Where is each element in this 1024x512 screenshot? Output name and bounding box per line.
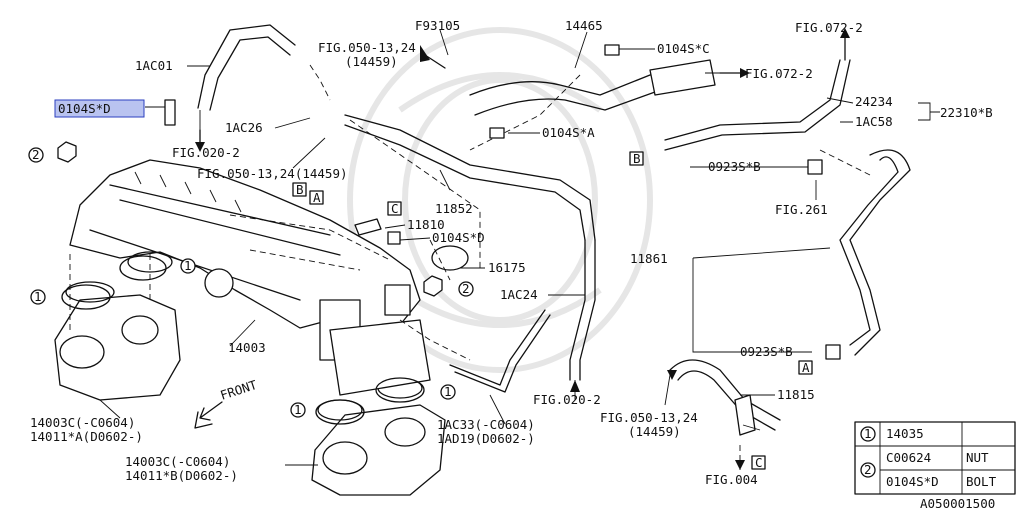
label-0923s-b2[interactable]: 0923S*B xyxy=(740,344,793,359)
selected-part-label[interactable]: 0104S*D xyxy=(58,101,111,116)
label-16175[interactable]: 16175 xyxy=(488,260,526,275)
throttle-body-bottom xyxy=(311,319,446,496)
svg-text:2: 2 xyxy=(32,147,40,162)
callout-1-d: 1 xyxy=(290,402,306,418)
label-fig072-top[interactable]: FIG.072-2 xyxy=(795,20,863,35)
label-1ad19[interactable]: 1AD19(D0602-) xyxy=(437,431,535,446)
label-11810[interactable]: 11810 xyxy=(407,217,445,232)
legend-desc-bolt: BOLT xyxy=(966,474,997,489)
callout-2-top: 2 xyxy=(28,147,44,163)
callout-1-b: 1 xyxy=(30,289,46,305)
label-left-a2[interactable]: 14011*A(D0602-) xyxy=(30,429,143,444)
label-24234[interactable]: 24234 xyxy=(855,94,893,109)
label-left-b2[interactable]: 14011*B(D0602-) xyxy=(125,468,238,483)
ref-box-b2 xyxy=(292,182,307,197)
legend-part-c00624[interactable]: C00624 xyxy=(886,450,931,465)
ref-label-c2[interactable]: C xyxy=(755,455,763,470)
ref-box-b1 xyxy=(629,151,644,166)
label-fig050-a2: (14459) xyxy=(345,54,398,69)
svg-text:2: 2 xyxy=(462,281,470,296)
label-11852[interactable]: 11852 xyxy=(435,201,473,216)
callout-2-mid: 2 xyxy=(458,281,474,297)
label-0104s-a[interactable]: 0104S*A xyxy=(542,125,595,140)
label-f93105[interactable]: F93105 xyxy=(415,18,460,33)
ref-label-b2[interactable]: B xyxy=(296,182,304,197)
gaskets xyxy=(61,245,469,425)
legend-mark-2: 2 xyxy=(860,462,876,478)
svg-text:1: 1 xyxy=(864,426,872,441)
ref-label-c1[interactable]: C xyxy=(391,201,399,216)
front-arrow: FRONT xyxy=(194,377,259,429)
leader-lines xyxy=(99,29,940,466)
svg-text:1: 1 xyxy=(184,258,192,273)
throttle-body-left xyxy=(54,250,181,401)
label-0923s-b1[interactable]: 0923S*B xyxy=(708,159,761,174)
ref-box-a2 xyxy=(798,360,813,375)
callout-1-a: 1 xyxy=(180,258,196,274)
label-left-a1[interactable]: 14003C(-C0604) xyxy=(30,415,135,430)
ref-box-c1 xyxy=(387,201,402,216)
label-fig020-a[interactable]: FIG.020-2 xyxy=(172,145,240,160)
label-1ac24[interactable]: 1AC24 xyxy=(500,287,538,302)
svg-text:2: 2 xyxy=(864,462,872,477)
label-fig020-b[interactable]: FIG.020-2 xyxy=(533,392,601,407)
label-0104s-d2[interactable]: 0104S*D xyxy=(432,230,485,245)
label-fig050-c1[interactable]: FIG.050-13,24 xyxy=(600,410,698,425)
label-fig072-mid[interactable]: FIG.072-2 xyxy=(745,66,813,81)
legend-part-14035[interactable]: 14035 xyxy=(886,426,924,441)
fasteners xyxy=(57,44,841,360)
ref-box-a1 xyxy=(309,190,324,205)
ref-label-b1[interactable]: B xyxy=(633,151,641,166)
hose-group xyxy=(197,24,911,436)
callout-1-c: 1 xyxy=(440,384,456,400)
legend-table: 1 2 14035 C00624 NUT 0104S*D BOLT xyxy=(854,421,1016,495)
label-fig050-c2: (14459) xyxy=(628,424,681,439)
watermark-emblem xyxy=(347,27,653,373)
label-1ac33[interactable]: 1AC33(-C0604) xyxy=(437,417,535,432)
label-1ac01[interactable]: 1AC01 xyxy=(135,58,173,73)
label-14465[interactable]: 14465 xyxy=(565,18,603,33)
legend-desc-nut: NUT xyxy=(966,450,989,465)
label-14003[interactable]: 14003 xyxy=(228,340,266,355)
label-fig004[interactable]: FIG.004 xyxy=(705,472,758,487)
label-fig261[interactable]: FIG.261 xyxy=(775,202,828,217)
label-0104s-c[interactable]: 0104S*C xyxy=(657,41,710,56)
arrows xyxy=(195,28,850,470)
label-fig050-b[interactable]: FIG.050-13,24(14459) xyxy=(197,166,348,181)
label-1ac58[interactable]: 1AC58 xyxy=(855,114,893,129)
drawing-number: A050001500 xyxy=(920,496,995,511)
label-22310b[interactable]: 22310*B xyxy=(940,105,993,120)
label-11861[interactable]: 11861 xyxy=(630,251,668,266)
legend-part-0104s-d[interactable]: 0104S*D xyxy=(886,474,939,489)
label-1ac26[interactable]: 1AC26 xyxy=(225,120,263,135)
ref-label-a1[interactable]: A xyxy=(313,190,321,205)
legend-mark-1: 1 xyxy=(860,426,876,442)
label-11815[interactable]: 11815 xyxy=(777,387,815,402)
svg-text:1: 1 xyxy=(34,289,42,304)
svg-text:1: 1 xyxy=(294,402,302,417)
ref-label-a2[interactable]: A xyxy=(802,360,810,375)
svg-text:1: 1 xyxy=(444,384,452,399)
selected-part-highlight[interactable] xyxy=(54,99,145,118)
ref-box-c2 xyxy=(751,455,766,470)
label-fig050-a1[interactable]: FIG.050-13,24 xyxy=(318,40,416,55)
label-left-b1[interactable]: 14003C(-C0604) xyxy=(125,454,230,469)
front-label: FRONT xyxy=(218,377,259,403)
